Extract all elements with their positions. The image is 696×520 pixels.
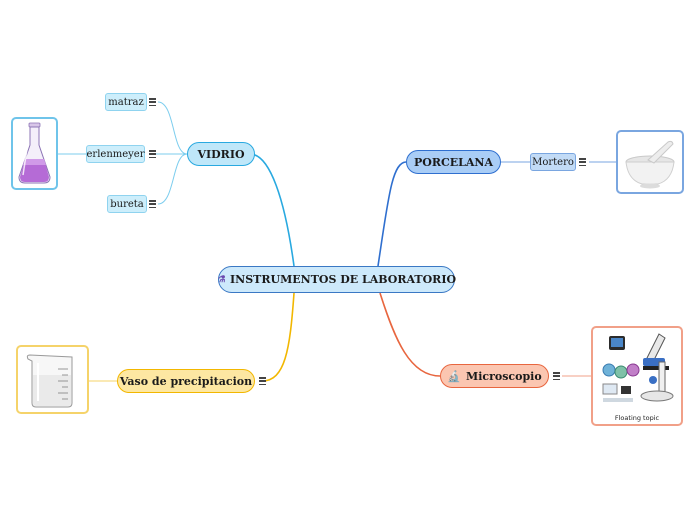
topic-vidrio[interactable]: VIDRIO <box>187 142 255 166</box>
notes-icon[interactable] <box>578 157 587 167</box>
central-topic[interactable]: ⚗ INSTRUMENTOS DE LABORATORIO <box>216 266 457 293</box>
flask-bubbles-icon: ⚗ <box>216 274 226 285</box>
topic-vidrio-label: VIDRIO <box>197 147 245 161</box>
topic-vaso-de-precipitacion[interactable]: Vaso de precipitacion <box>117 369 255 393</box>
microscope-kit-icon <box>602 333 674 402</box>
topic-microscopio[interactable]: 🔬 Microscopio <box>440 364 549 388</box>
notes-icon[interactable] <box>552 371 561 381</box>
notes-icon[interactable] <box>148 97 157 107</box>
notes-icon[interactable] <box>148 149 157 159</box>
subtopic-erlenmeyer[interactable]: erlenmeyer <box>86 145 145 163</box>
subtopic-matraz-label: matraz <box>108 96 144 108</box>
connector-matraz <box>157 101 188 155</box>
central-topic-label: INSTRUMENTOS DE LABORATORIO <box>230 273 457 286</box>
beaker-image[interactable] <box>16 345 89 414</box>
subtopic-mortero-label: Mortero <box>532 156 574 168</box>
connector-vidrio <box>249 153 295 267</box>
microscope-kit-image[interactable]: Floating topic <box>591 326 683 426</box>
notes-icon[interactable] <box>258 376 267 386</box>
connector-bureta <box>157 153 188 205</box>
mortar-pestle-image[interactable] <box>616 130 684 194</box>
topic-porcelana-label: PORCELANA <box>414 155 493 169</box>
microscope-image-caption: Floating topic <box>614 414 660 422</box>
subtopic-erlenmeyer-label: erlenmeyer <box>86 148 145 160</box>
subtopic-bureta[interactable]: bureta <box>107 195 147 213</box>
mortar-icon <box>625 140 675 189</box>
subtopic-mortero[interactable]: Mortero <box>530 153 576 171</box>
topic-porcelana[interactable]: PORCELANA <box>406 150 501 174</box>
subtopic-matraz[interactable]: matraz <box>105 93 147 111</box>
connector-porcelana <box>377 161 407 267</box>
topic-vaso-label: Vaso de precipitacion <box>119 374 253 388</box>
erlenmeyer-flask-image[interactable] <box>11 117 58 190</box>
microscope-icon: 🔬 <box>447 369 462 383</box>
topic-microscopio-label: Microscopio <box>466 369 542 383</box>
connector-microscopio <box>379 292 441 377</box>
beaker-icon <box>26 354 73 408</box>
connector-vaso <box>261 292 295 382</box>
subtopic-bureta-label: bureta <box>110 198 144 210</box>
notes-icon[interactable] <box>148 199 157 209</box>
flask-icon <box>18 122 51 184</box>
